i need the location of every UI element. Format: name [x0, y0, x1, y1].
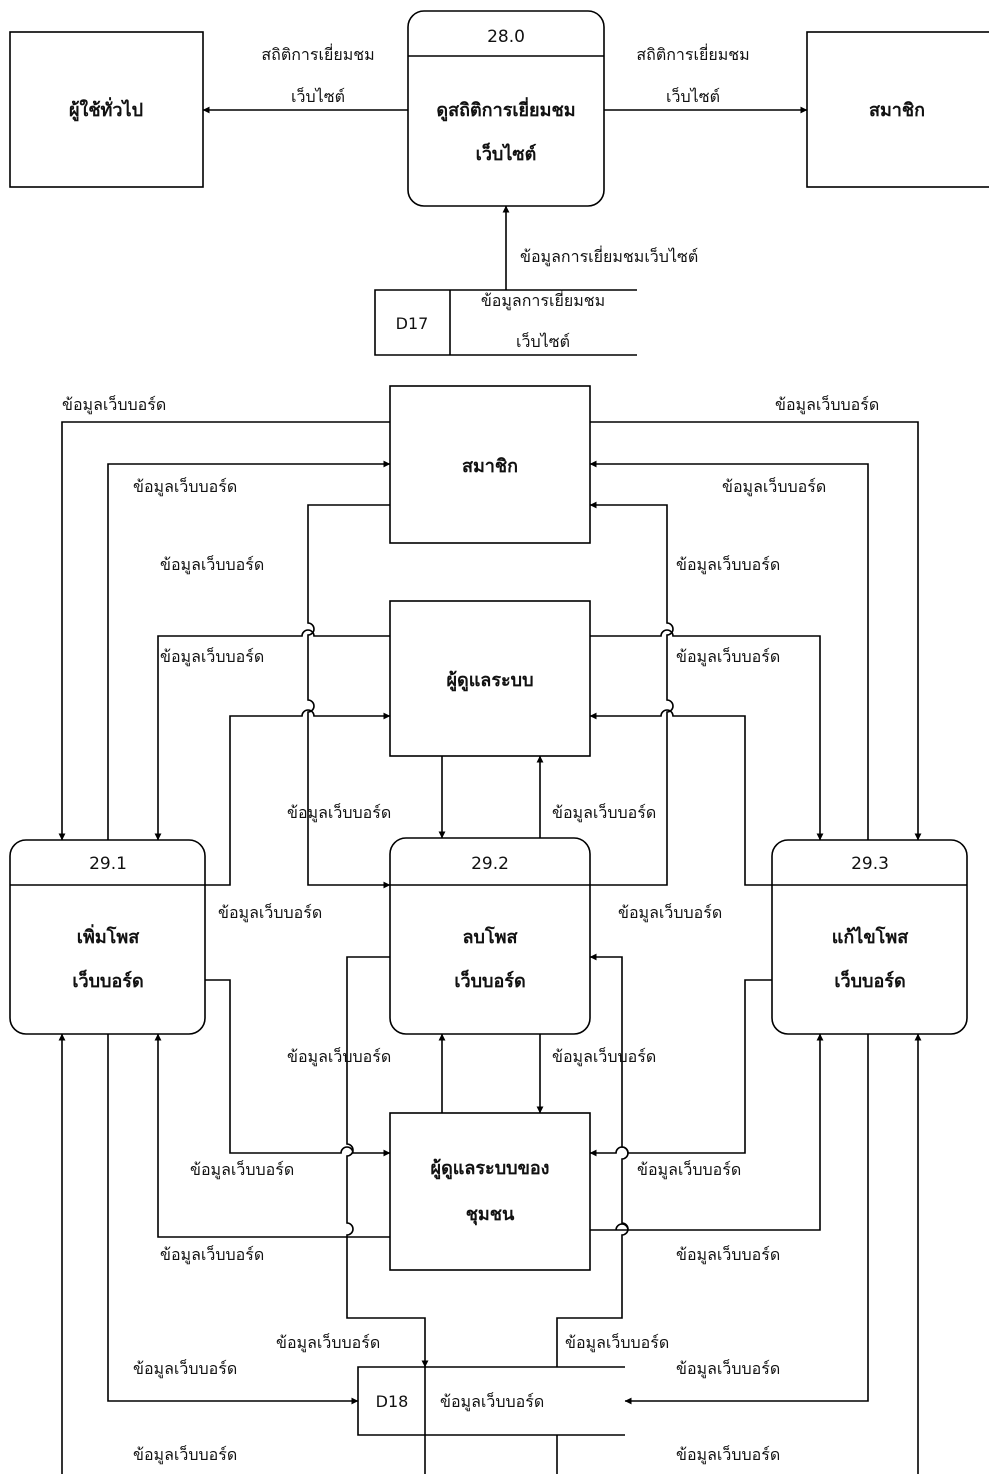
flow-29-3-to-d18 [624, 1034, 869, 1405]
entity-admin [389, 600, 591, 757]
entity-member-mid [389, 385, 591, 544]
flow-label-webboard: ข้อมูลเว็บบอร์ด [276, 1332, 380, 1353]
webboard-flow-labels: ข้อมูลเว็บบอร์ด ข้อมูลเว็บบอร์ด ข้อมูลเว… [62, 394, 879, 1465]
flow-label-webboard: ข้อมูลเว็บบอร์ด [565, 1332, 669, 1353]
flow-label-webboard: ข้อมูลเว็บบอร์ด [133, 1444, 237, 1465]
process-29-2 [389, 837, 591, 1035]
process-28-0-name-line1: ดูสถิติการเยี่ยมชม [436, 97, 575, 122]
flow-admin-to-29-1 [154, 629, 390, 841]
entity-member-mid-label: สมาชิก [462, 456, 518, 477]
flow-label-visit-data: ข้อมูลการเยี่ยมชมเว็บไซต์ [520, 245, 698, 267]
flow-label-webboard: ข้อมูลเว็บบอร์ด [637, 1159, 741, 1180]
entity-community-admin-label-l1: ผู้ดูแลระบบของ [431, 1158, 550, 1180]
flow-label-webboard: ข้อมูลเว็บบอร์ด [218, 902, 322, 923]
store-d17 [374, 289, 637, 356]
flow-label-webboard: ข้อมูลเว็บบอร์ด [133, 476, 237, 497]
process-28-0-number: 28.0 [487, 27, 525, 47]
process-29-1-name-line2: เว็บบอร์ด [72, 969, 143, 992]
flow-admin-to-29-3 [590, 629, 824, 841]
flow-label-webboard: ข้อมูลเว็บบอร์ด [676, 646, 780, 667]
process-29-3-name-line1: แก้ไขโพส [832, 926, 909, 948]
flow-29-1-to-admin [205, 709, 391, 886]
flow-label-webboard: ข้อมูลเว็บบอร์ด [160, 554, 264, 575]
flow-label-webboard: ข้อมูลเว็บบอร์ด [160, 646, 264, 667]
flow-label-webboard: ข้อมูลเว็บบอร์ด [552, 802, 656, 823]
process-29-1-name-line1: เพิ่มโพส [77, 924, 140, 948]
store-d17-name-l2: เว็บไซต์ [516, 331, 570, 351]
flow-29-3-to-admin [589, 709, 772, 886]
entity-community-admin-label-l2: ชุมชน [466, 1204, 515, 1226]
process-29-2-name-line2: เว็บบอร์ด [454, 969, 525, 992]
flow-label-webboard: ข้อมูลเว็บบอร์ด [160, 1244, 264, 1265]
process-29-2-number: 29.2 [471, 854, 509, 874]
process-29-1-number: 29.1 [89, 854, 127, 874]
process-28-0-name-line2: เว็บไซต์ [476, 142, 537, 165]
process-29-3 [771, 839, 968, 1035]
flow-29-1-to-community [205, 979, 391, 1157]
entity-general-user-label: ผู้ใช้ทั่วไป [69, 97, 143, 122]
store-d18-name: ข้อมูลเว็บบอร์ด [440, 1391, 544, 1412]
entity-admin-label: ผู้ดูแลระบบ [446, 670, 533, 692]
store-d18-id: D18 [376, 1392, 409, 1411]
flow-label-stat-right-l1: สถิติการเยี่ยมชม [636, 43, 749, 64]
flow-label-webboard: ข้อมูลเว็บบอร์ด [676, 1244, 780, 1265]
flow-label-webboard: ข้อมูลเว็บบอร์ด [287, 1046, 391, 1067]
flow-label-webboard: ข้อมูลเว็บบอร์ด [775, 394, 879, 415]
store-d18 [357, 1366, 625, 1436]
process-29-3-name-line2: เว็บบอร์ด [834, 969, 905, 992]
flow-label-webboard: ข้อมูลเว็บบอร์ด [676, 1358, 780, 1379]
flow-member-to-29-1-outer [58, 421, 390, 841]
store-d17-id: D17 [396, 314, 429, 333]
flow-label-webboard: ข้อมูลเว็บบอร์ด [676, 1444, 780, 1465]
flow-label-webboard: ข้อมูลเว็บบอร์ด [133, 1358, 237, 1379]
flow-label-webboard: ข้อมูลเว็บบอร์ด [618, 902, 722, 923]
flow-label-stat-right-l2: เว็บไซต์ [666, 86, 720, 106]
flow-label-webboard: ข้อมูลเว็บบอร์ด [62, 394, 166, 415]
entity-member-top [806, 31, 989, 188]
flow-29-1-to-member [107, 460, 391, 840]
flow-29-1-to-d18 [107, 1034, 359, 1405]
flow-label-webboard: ข้อมูลเว็บบอร์ด [190, 1159, 294, 1180]
process-29-2-name-line1: ลบโพส [463, 926, 519, 948]
flow-29-2-to-member [589, 501, 674, 886]
process-29-1 [9, 839, 206, 1035]
flow-29-2-to-d18 [346, 956, 429, 1368]
flow-label-stat-left-l2: เว็บไซต์ [291, 86, 345, 106]
entity-general-user [9, 31, 204, 188]
flow-29-3-to-community [589, 979, 772, 1157]
flow-community-to-29-1 [154, 1033, 390, 1238]
flow-member-to-29-2 [307, 504, 391, 889]
process-29-3-number: 29.3 [851, 854, 889, 874]
store-d17-name-l1: ข้อมูลการเยี่ยมชม [481, 289, 605, 311]
flow-29-3-to-member [589, 460, 869, 840]
flow-member-to-29-3-outer [590, 421, 922, 841]
flow-label-webboard: ข้อมูลเว็บบอร์ด [722, 476, 826, 497]
flow-d18-to-29-2 [556, 953, 629, 1367]
flow-label-webboard: ข้อมูลเว็บบอร์ด [552, 1046, 656, 1067]
flow-label-webboard: ข้อมูลเว็บบอร์ด [676, 554, 780, 575]
flow-label-stat-left-l1: สถิติการเยี่ยมชม [261, 43, 374, 64]
entity-member-top-label: สมาชิก [869, 100, 925, 121]
entity-community-admin [389, 1112, 591, 1271]
flow-label-webboard: ข้อมูลเว็บบอร์ด [287, 802, 391, 823]
